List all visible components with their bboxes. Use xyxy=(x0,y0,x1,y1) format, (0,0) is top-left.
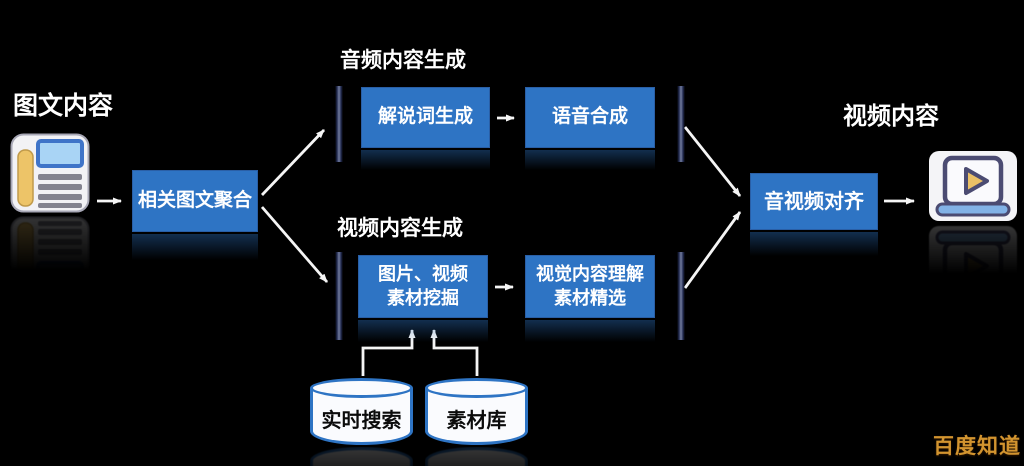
newspaper-document-icon xyxy=(10,133,90,213)
arrow-audio-group-to-alignment xyxy=(683,126,742,197)
node-label: 相关图文聚合 xyxy=(137,189,252,211)
node-label-line1: 视觉内容理解 xyxy=(536,264,644,285)
node-label-line1: 图片、视频 xyxy=(378,264,468,285)
arrow-video-group-to-alignment xyxy=(683,211,742,289)
database-cylinder-icon xyxy=(425,378,528,398)
node-label: 语音合成 xyxy=(551,106,628,128)
node-audio-video-alignment: 音视频对齐 xyxy=(750,173,878,230)
arrow-material-library-to-mining xyxy=(430,329,479,376)
database-label: 素材库 xyxy=(446,410,507,432)
arrow-realtime-search-to-mining xyxy=(361,329,416,376)
node-label-line2: 素材精选 xyxy=(554,287,626,308)
laptop-video-play-icon xyxy=(928,150,1018,222)
audio-section-label: 音频内容生成 xyxy=(340,49,466,72)
database-label: 实时搜索 xyxy=(321,410,402,432)
video-group-left-edge xyxy=(335,252,343,340)
database-realtime-search: 实时搜索 xyxy=(310,378,413,445)
node-label: 解说词生成 xyxy=(377,106,473,128)
audio-group-left-edge xyxy=(335,86,343,162)
baidu-zhidao-watermark: 百度知道 xyxy=(933,435,1021,458)
node-speech-synthesis: 语音合成 xyxy=(525,87,655,148)
node-narration-generation: 解说词生成 xyxy=(361,87,490,148)
node-related-content-aggregation: 相关图文聚合 xyxy=(132,170,258,232)
database-material-library: 素材库 xyxy=(425,378,528,445)
node-material-mining: 图片、视频 素材挖掘 xyxy=(358,255,488,318)
arrow-aggregate-to-video-group xyxy=(260,206,329,283)
arrow-aggregate-to-audio-group xyxy=(260,129,326,196)
input-title: 图文内容 xyxy=(13,92,114,120)
node-label: 音视频对齐 xyxy=(764,190,864,213)
video-section-label: 视频内容生成 xyxy=(337,217,463,240)
node-label-line2: 素材挖掘 xyxy=(387,287,459,308)
node-visual-understanding-selection: 视觉内容理解 素材精选 xyxy=(525,255,655,318)
video-group-right-edge xyxy=(677,252,685,340)
audio-group-right-edge xyxy=(677,86,685,162)
output-title: 视频内容 xyxy=(843,103,939,130)
database-cylinder-icon xyxy=(310,378,413,398)
